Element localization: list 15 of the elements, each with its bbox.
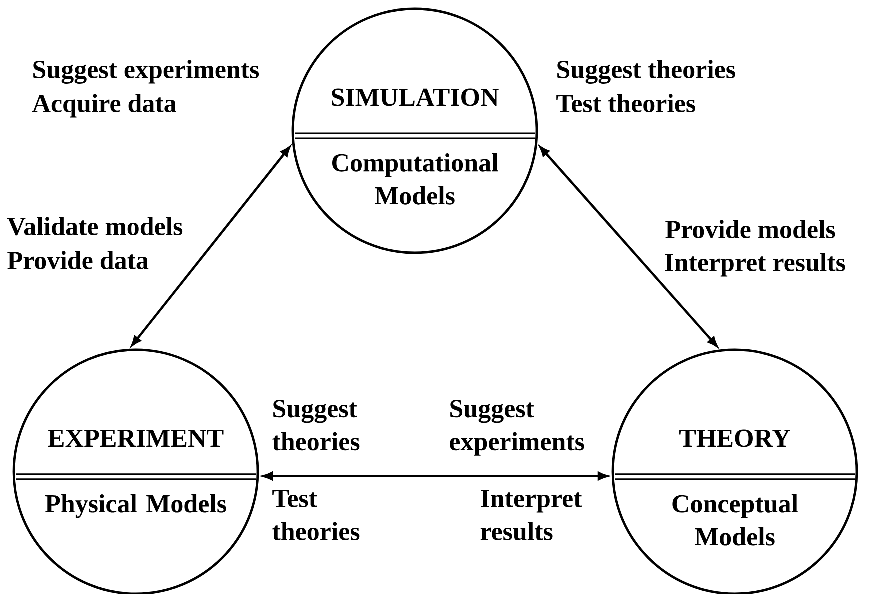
arrow bbox=[132, 146, 290, 346]
circle-node: THEORY Conceptual Models bbox=[612, 348, 858, 594]
annotation-text: Suggest experiments bbox=[450, 400, 584, 456]
annotation-text: Acquire data bbox=[32, 94, 176, 118]
arrow bbox=[540, 146, 718, 348]
annotation-text: Provide models bbox=[666, 220, 836, 238]
annotation-text: Validate models bbox=[8, 217, 183, 236]
annotation-text: Suggest theories bbox=[272, 400, 360, 451]
annotation-text: Provide data bbox=[8, 251, 149, 270]
circle-node: SIMULATION Computational Models bbox=[292, 8, 538, 254]
circle-node: EXPERIMENT Physical Models bbox=[12, 348, 260, 594]
annotation-text: Suggest experiments bbox=[34, 60, 260, 84]
annotation-text: Test theories bbox=[272, 490, 360, 540]
annotation-text: Interpret results bbox=[480, 490, 582, 541]
annotation-text: Interpret results bbox=[665, 253, 846, 277]
